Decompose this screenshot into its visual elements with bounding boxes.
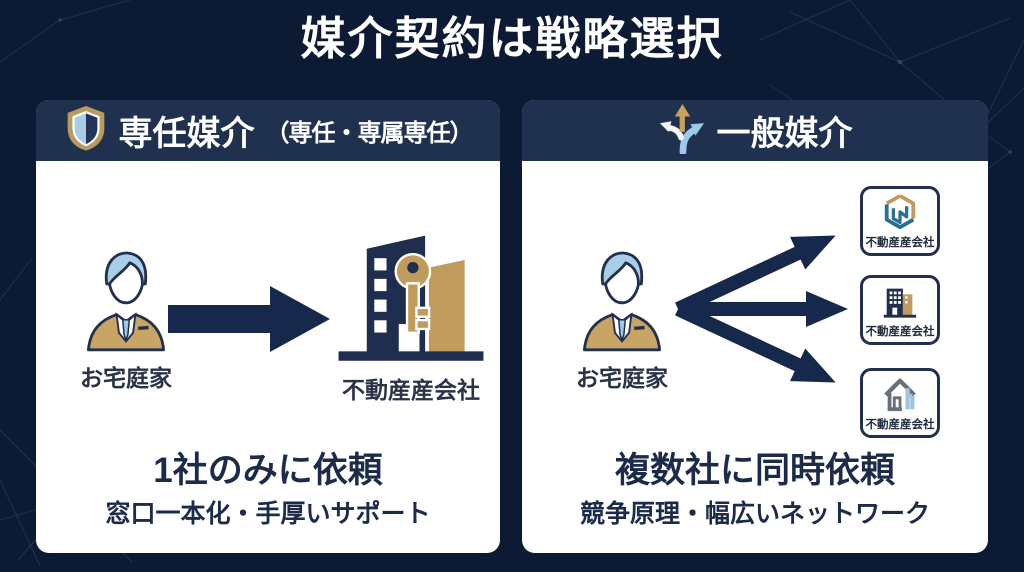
company-figure: 不動産産会社 [321, 222, 501, 405]
branch-arrows-icon [658, 102, 706, 159]
company-card-label: 不動産産会社 [865, 419, 935, 431]
company-card-2: 不動産産会社 [860, 275, 940, 345]
general-header-title: 一般媒介 [716, 115, 853, 153]
person-icon [79, 248, 173, 357]
seller-figure-left: お宅庭家 [51, 248, 201, 393]
exclusive-header-subtitle: （専任・専属専任） [265, 120, 474, 147]
company-card-1: 不動産産会社 [860, 186, 940, 256]
general-subline: 競争原理・幅広いネットワーク [579, 500, 930, 528]
exclusive-headline: 1社のみに依頼 [153, 451, 383, 490]
exclusive-header-title: 専任媒介 [118, 115, 255, 153]
arrow-right-icon [168, 286, 330, 352]
exclusive-brokerage-panel: 専任媒介 （専任・専属専任） お宅庭家 [36, 100, 500, 553]
company-label: 不動産産会社 [342, 377, 480, 403]
general-headline: 複数社に同時依頼 [614, 451, 895, 490]
person-icon [575, 248, 669, 357]
general-panel-header: 一般媒介 [522, 100, 988, 161]
shield-icon [64, 104, 108, 157]
company-card-label: 不動産産会社 [865, 237, 935, 249]
building-key-icon [331, 222, 491, 369]
house-logo [881, 375, 919, 418]
company-card-3: 不動産産会社 [860, 368, 940, 438]
page-title: 媒介契約は戦略選択 [300, 13, 724, 64]
seller-figure-right: お宅庭家 [547, 248, 697, 393]
office-buildings-logo [881, 282, 919, 325]
company-card-label: 不動産産会社 [865, 326, 935, 338]
exclusive-subline: 窓口一本化・手厚いサポート [105, 500, 431, 528]
hexagon-building-logo [881, 193, 919, 236]
exclusive-panel-header: 専任媒介 （専任・専属専任） [36, 100, 500, 161]
seller-label: お宅庭家 [80, 365, 172, 391]
seller-label: お宅庭家 [576, 365, 668, 391]
general-brokerage-panel: 一般媒介 お宅庭家 [522, 100, 988, 553]
fan-arrows-icon [675, 235, 848, 383]
